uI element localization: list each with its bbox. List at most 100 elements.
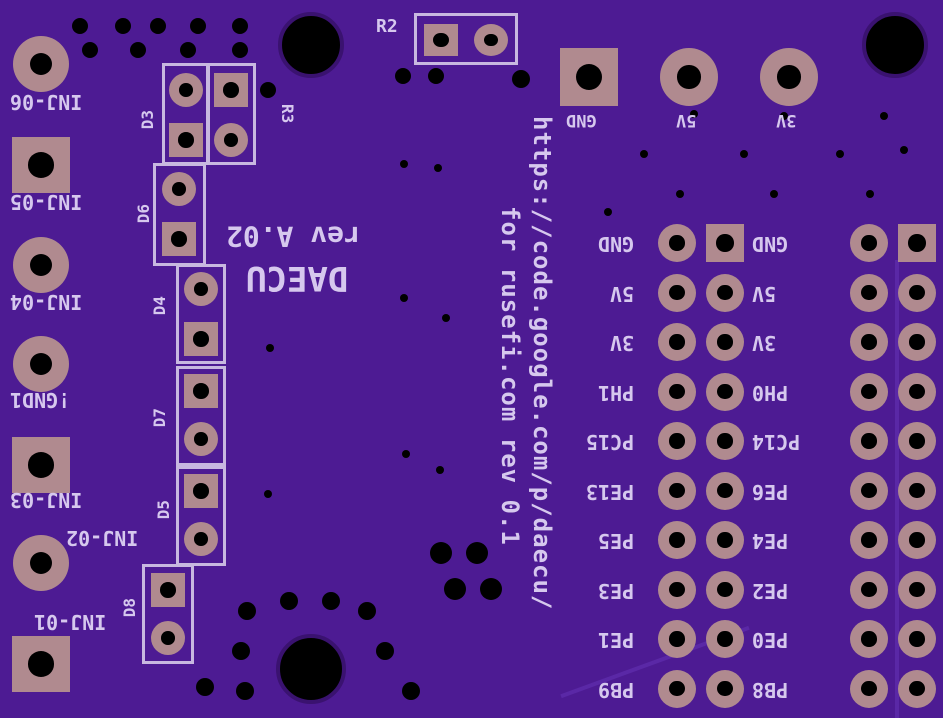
header-pin xyxy=(658,224,696,262)
header-pin xyxy=(706,273,744,312)
via xyxy=(402,682,420,700)
header-pin xyxy=(850,620,888,658)
header-right-label: PE6 xyxy=(752,479,789,504)
header-right-label: PC14 xyxy=(752,430,801,454)
d8-pad-1 xyxy=(151,573,185,607)
inj-01-pad xyxy=(12,636,70,692)
d8-outline xyxy=(142,564,194,664)
header-pin xyxy=(898,422,936,460)
via xyxy=(264,490,272,498)
via xyxy=(190,18,206,34)
via xyxy=(434,164,442,172)
d8-label: D8 xyxy=(120,598,139,618)
header-pin xyxy=(706,372,744,411)
header-pin xyxy=(706,521,744,559)
via xyxy=(358,602,376,620)
header-left-label: PC15 xyxy=(586,430,635,454)
mounting-hole xyxy=(278,12,344,78)
via xyxy=(866,190,874,198)
via xyxy=(836,150,844,158)
header-left-label: PE3 xyxy=(598,578,635,603)
header-pin xyxy=(850,669,888,708)
header-pin xyxy=(706,224,744,262)
via xyxy=(130,42,146,58)
header-pin xyxy=(850,323,888,361)
board-title: DAECU xyxy=(246,258,349,298)
header-pin xyxy=(898,273,936,312)
board-revision: rev A.02 xyxy=(226,220,361,253)
inj-03-pad xyxy=(12,437,70,493)
header-pin xyxy=(658,620,696,658)
header-pin xyxy=(850,471,888,510)
header-right-label: PB8 xyxy=(752,677,789,702)
header-pin xyxy=(658,323,696,361)
via xyxy=(442,314,450,322)
d6-pad-1 xyxy=(162,172,196,206)
inj-06-label: INJ-06 xyxy=(10,90,83,114)
header-right-label: PE2 xyxy=(752,578,789,603)
power-gnd-pad xyxy=(560,48,618,106)
header-pin xyxy=(850,570,888,609)
header-pin xyxy=(706,422,744,460)
via xyxy=(640,150,648,158)
inj-04-pad xyxy=(13,237,69,293)
via xyxy=(780,112,788,120)
d4-outline xyxy=(176,264,226,364)
header-pin xyxy=(898,521,936,559)
via xyxy=(430,542,452,564)
inj-01-label: INJ-01 xyxy=(34,610,107,634)
r3-label: R3 xyxy=(278,104,297,124)
via xyxy=(604,208,612,216)
header-left-label: 3V xyxy=(610,331,635,355)
d6-label: D6 xyxy=(134,204,153,224)
power-3v-label: 3V xyxy=(776,110,797,130)
header-pin xyxy=(658,471,696,510)
header-pin xyxy=(850,372,888,411)
via xyxy=(402,450,410,458)
via xyxy=(395,68,411,84)
power-5v-label: 5V xyxy=(676,110,697,130)
header-right-label: PE0 xyxy=(752,628,789,652)
via xyxy=(196,678,214,696)
r3-outline xyxy=(206,63,256,165)
via xyxy=(260,82,276,98)
via xyxy=(436,466,444,474)
via xyxy=(322,592,340,610)
header-left-label: 5V xyxy=(610,281,635,306)
d7-outline xyxy=(176,366,226,466)
power-gnd-label: GND xyxy=(566,110,597,130)
header-pin xyxy=(898,669,936,708)
via xyxy=(266,344,274,352)
via xyxy=(72,18,88,34)
header-pin xyxy=(658,372,696,411)
header-pin xyxy=(706,471,744,510)
d5-label: D5 xyxy=(154,500,173,520)
via xyxy=(236,682,254,700)
d4-pad-1 xyxy=(184,272,218,306)
power-3v-pad xyxy=(760,48,818,106)
mounting-hole xyxy=(862,12,928,78)
d4-label: D4 xyxy=(150,296,169,316)
board-url: https://code.google.com/p/daecu/ xyxy=(528,116,556,611)
board-url-line2: for rusefi.com rev 0.1 xyxy=(496,206,524,546)
r2-label: R2 xyxy=(376,16,398,37)
via xyxy=(676,190,684,198)
header-right-label: 5V xyxy=(752,281,777,306)
via xyxy=(770,190,778,198)
inj-05-pad xyxy=(12,137,70,193)
header-pin xyxy=(898,570,936,609)
header-pin xyxy=(898,372,936,411)
via xyxy=(115,18,131,34)
via xyxy=(880,112,888,120)
via xyxy=(232,18,248,34)
header-pin xyxy=(706,620,744,658)
d7-pad-2 xyxy=(184,422,218,456)
via xyxy=(480,578,502,600)
r3-pad-2 xyxy=(214,123,248,157)
gnd1-pad xyxy=(13,336,69,392)
r2-outline xyxy=(414,13,518,65)
d6-pad-2 xyxy=(162,222,196,256)
inj-02-label: INJ-02 xyxy=(66,526,139,550)
inj-06-pad xyxy=(13,36,69,92)
